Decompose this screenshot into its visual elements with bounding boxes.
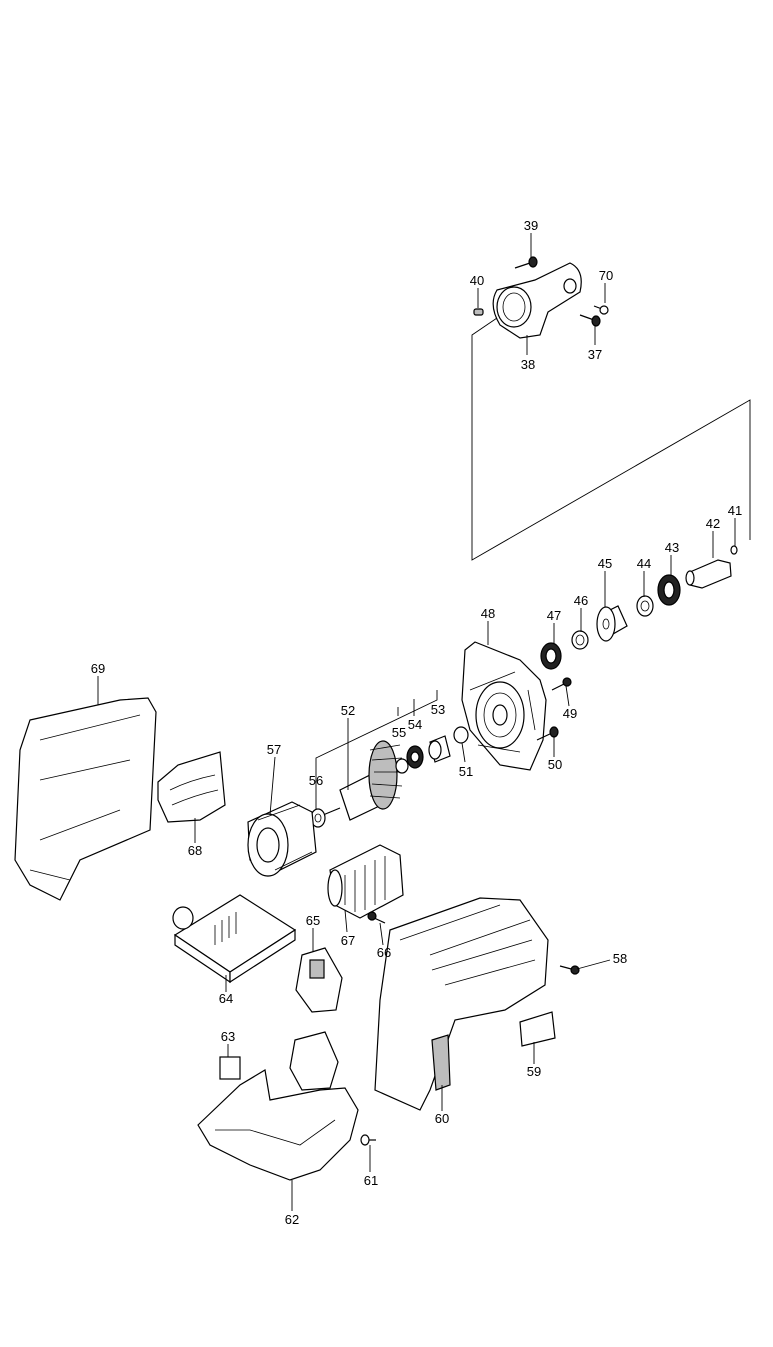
part-41-ring xyxy=(730,545,738,555)
label-67: 67 xyxy=(341,933,355,948)
label-70: 70 xyxy=(599,268,613,283)
assembly-bracket-lines xyxy=(471,317,751,561)
part-54-bearing xyxy=(406,745,424,769)
label-45: 45 xyxy=(598,556,612,571)
label-37: 37 xyxy=(588,347,602,362)
label-55: 55 xyxy=(392,725,406,740)
part-39-screw xyxy=(514,256,538,269)
part-64-controller xyxy=(172,894,297,984)
label-46: 46 xyxy=(574,593,588,608)
label-69: 69 xyxy=(91,661,105,676)
part-50-screw xyxy=(536,726,559,741)
label-38: 38 xyxy=(521,357,535,372)
label-65: 65 xyxy=(306,913,320,928)
label-44: 44 xyxy=(637,556,651,571)
label-39: 39 xyxy=(524,218,538,233)
label-66: 66 xyxy=(377,945,391,960)
part-69-housing-left xyxy=(14,697,157,901)
part-57-stator xyxy=(247,801,317,877)
part-70-nut xyxy=(593,305,609,315)
part-68-bracket xyxy=(157,751,226,823)
part-49-screw xyxy=(551,677,572,691)
part-46-washer xyxy=(571,630,589,650)
part-55-ring xyxy=(395,758,409,774)
part-43-bearing xyxy=(657,574,681,606)
label-51: 51 xyxy=(459,764,473,779)
label-54: 54 xyxy=(408,717,422,732)
label-43: 43 xyxy=(665,540,679,555)
part-67-stator-coils xyxy=(327,844,404,919)
label-40: 40 xyxy=(470,273,484,288)
label-53: 53 xyxy=(431,702,445,717)
armature-group-bracket xyxy=(315,690,438,775)
part-62-base xyxy=(197,1031,359,1181)
label-48: 48 xyxy=(481,606,495,621)
part-45-gear xyxy=(596,605,628,642)
gear-housing-assembly xyxy=(473,256,609,339)
label-57: 57 xyxy=(267,742,281,757)
part-42-shaft xyxy=(685,559,732,589)
label-59: 59 xyxy=(527,1064,541,1079)
part-60-grip xyxy=(431,1034,451,1091)
leader-lines xyxy=(97,233,736,1211)
part-51-washer xyxy=(453,726,469,744)
label-60: 60 xyxy=(435,1111,449,1126)
part-61-screw xyxy=(360,1134,376,1146)
part-63-label xyxy=(219,1056,241,1080)
label-63: 63 xyxy=(221,1029,235,1044)
housing-right: makita xyxy=(374,897,549,1111)
label-68: 68 xyxy=(188,843,202,858)
label-50: 50 xyxy=(548,757,562,772)
part-47-bearing xyxy=(540,642,562,670)
label-61: 61 xyxy=(364,1173,378,1188)
part-38-housing xyxy=(492,262,582,339)
label-62: 62 xyxy=(285,1212,299,1227)
part-number-labels: 39 40 70 37 38 41 42 43 44 45 46 47 48 4… xyxy=(91,218,742,1227)
label-58: 58 xyxy=(613,951,627,966)
part-44-washer xyxy=(636,595,654,617)
label-56: 56 xyxy=(309,773,323,788)
part-53-bearing xyxy=(428,735,451,763)
part-40-pin xyxy=(473,308,484,316)
part-59-label xyxy=(519,1011,556,1047)
part-52-armature xyxy=(322,740,403,821)
label-49: 49 xyxy=(563,706,577,721)
label-52: 52 xyxy=(341,703,355,718)
part-65-switch xyxy=(295,947,343,1013)
part-66-screw xyxy=(367,911,386,924)
label-42: 42 xyxy=(706,516,720,531)
label-64: 64 xyxy=(219,991,233,1006)
label-47: 47 xyxy=(547,608,561,623)
part-58-screw xyxy=(559,965,580,975)
label-41: 41 xyxy=(728,503,742,518)
part-48-motor-housing xyxy=(461,641,547,771)
part-37-screw xyxy=(579,314,601,327)
